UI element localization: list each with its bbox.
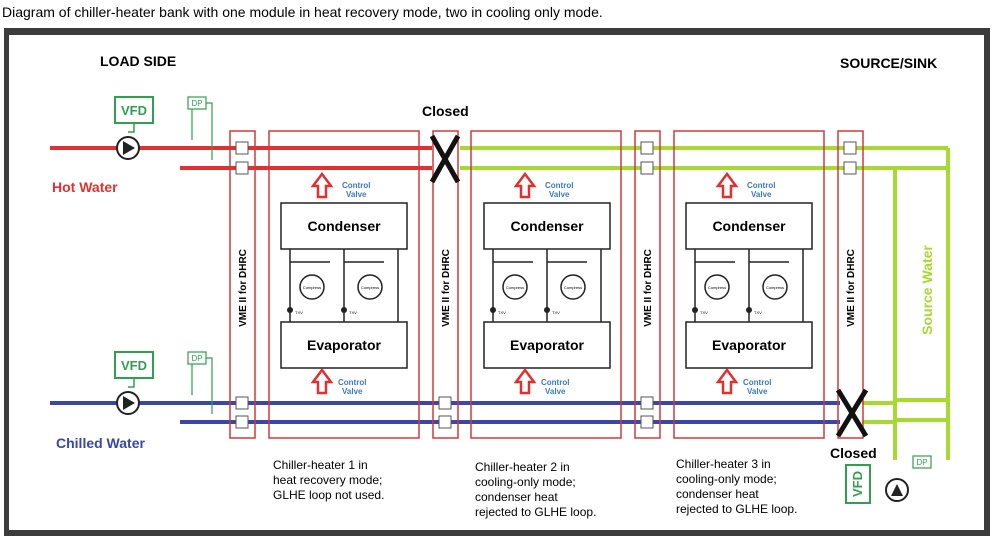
control-valve-label-2a: Control [545, 181, 573, 190]
vme-label-4: VME II for DHRC [846, 249, 857, 327]
condenser-box-3 [685, 202, 813, 250]
vfd-label-chilled: VFD [121, 358, 147, 373]
condenser-label-2: Condenser [510, 218, 584, 234]
vme-column-3: VME II for DHRC [634, 130, 661, 439]
compressor-label-3a: Compress [708, 285, 726, 290]
control-valve-label-3a: Control [747, 181, 775, 190]
condenser-box-1 [280, 202, 408, 250]
source-water-pump-group: VFD DP [845, 455, 932, 504]
vfd-label-hot: VFD [121, 103, 147, 118]
vme-label-1: VME II for DHRC [238, 249, 249, 327]
source-sink-label: SOURCE/SINK [840, 55, 937, 71]
load-side-label: LOAD SIDE [100, 53, 176, 69]
chilled-water-label: Chilled Water [56, 435, 145, 451]
condenser-label-1: Condenser [307, 218, 381, 234]
control-valve-label-3d: Valve [747, 387, 768, 396]
compressor-label-1a: Compress [303, 285, 321, 290]
source-water-label: Source Water [919, 245, 935, 335]
compressor-label-1b: Compress [361, 285, 379, 290]
closed-valve-top-icon [429, 134, 461, 184]
control-valve-label-3c: Control [743, 378, 771, 387]
vfd-box-hot [114, 96, 154, 124]
compressor-2a [502, 274, 528, 300]
dp-label-source: DP [916, 458, 927, 467]
control-valve-label-1d: Valve [342, 387, 363, 396]
closed-label-bottom: Closed [830, 445, 877, 461]
compressor-label-2b: Compress [564, 285, 582, 290]
condenser-label-3: Condenser [712, 218, 786, 234]
control-valve-label-2c: Control [541, 378, 569, 387]
control-valve-label-1c: Control [338, 378, 366, 387]
diagram-caption: Diagram of chiller-heater bank with one … [2, 4, 603, 20]
txv-label-2a: TXV [498, 310, 506, 315]
compressor-label-3b: Compress [766, 285, 784, 290]
control-valve-label-3b: Valve [751, 190, 772, 199]
control-valve-label-1b: Valve [346, 190, 367, 199]
up-arrow-evaporator-3 [715, 367, 739, 395]
module-2-note: Chiller-heater 2 in cooling-only mode; c… [475, 460, 597, 519]
txv-label-1a: TXV [295, 310, 303, 315]
compressor-3a [704, 274, 730, 300]
module-2: Condenser Evaporator Compress Compress T… [470, 130, 622, 439]
hot-water-label: Hot Water [52, 179, 118, 195]
evaporator-label-1: Evaporator [307, 337, 381, 353]
condenser-box-2 [483, 202, 611, 250]
up-arrow-condenser-2 [513, 171, 537, 199]
hot-water-pump-group: VFD DP [114, 96, 213, 160]
control-valve-label-2d: Valve [545, 387, 566, 396]
chilled-water-pump-group: VFD DP [114, 351, 213, 415]
closed-valve-bottom-icon [835, 388, 869, 438]
compressor-label-2a: Compress [506, 285, 524, 290]
compressor-1a [299, 274, 325, 300]
up-arrow-condenser-1 [310, 171, 334, 199]
txv-label-3a: TXV [700, 310, 708, 315]
module-3: Condenser Evaporator Compress Compress T… [673, 130, 825, 439]
closed-label-top: Closed [422, 103, 469, 119]
up-arrow-evaporator-2 [513, 367, 537, 395]
vme-column-4: VME II for DHRC [837, 130, 864, 439]
dp-box-source [912, 455, 932, 469]
module-3-note: Chiller-heater 3 in cooling-only mode; c… [676, 457, 798, 516]
vme-label-3: VME II for DHRC [643, 249, 654, 327]
evaporator-box-2 [483, 321, 611, 369]
compressor-1b [357, 274, 383, 300]
dp-label-chilled: DP [191, 354, 202, 363]
up-arrow-evaporator-1 [310, 367, 334, 395]
compressor-2b [560, 274, 586, 300]
diagram-panel [9, 35, 984, 530]
vfd-label-source: VFD [850, 471, 865, 497]
vme-column-1: VME II for DHRC [229, 130, 256, 439]
module-1-note: Chiller-heater 1 in heat recovery mode; … [273, 458, 385, 502]
dp-label-hot: DP [191, 99, 202, 108]
compressor-3b [762, 274, 788, 300]
txv-label-2b: TXV [552, 310, 560, 315]
vme-label-2: VME II for DHRC [441, 249, 452, 327]
evaporator-label-3: Evaporator [712, 337, 786, 353]
vme-valve-symbols [235, 141, 857, 429]
control-valve-label-1a: Control [342, 181, 370, 190]
txv-label-1b: TXV [349, 310, 357, 315]
up-arrow-condenser-3 [715, 171, 739, 199]
vme-column-2: VME II for DHRC [432, 130, 459, 439]
evaporator-label-2: Evaporator [510, 337, 584, 353]
control-valve-label-2b: Valve [549, 190, 570, 199]
module-1: Condenser Evaporator Compress Compress T… [268, 130, 420, 439]
vfd-box-source [845, 464, 871, 504]
txv-label-3b: TXV [754, 310, 762, 315]
